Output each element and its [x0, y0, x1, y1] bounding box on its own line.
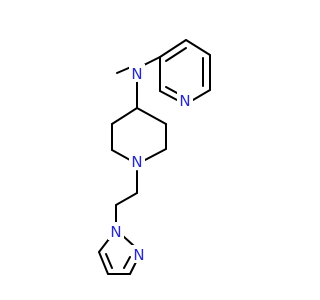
bond-pip-n-c6	[111, 149, 131, 161]
pyridine-n-label: N	[179, 92, 190, 110]
bond-pyr-c4-c5	[185, 39, 211, 56]
bond-pyr-c3-c4	[159, 39, 187, 58]
piperidine-ring	[111, 107, 167, 161]
piperidine-n-label: N	[131, 153, 142, 171]
bond-pz-c3-n2-double	[123, 256, 131, 269]
amine-n-label: N	[131, 65, 142, 83]
bond-ch2-ch2	[115, 192, 138, 206]
bond-pz-c5-c4-double	[105, 253, 113, 269]
pyrazole-n1-atom: N	[108, 222, 124, 241]
bond-pyr-n-c2-double	[165, 86, 178, 94]
pyrazole-n2-atom: N	[131, 245, 147, 264]
bond-pyr-c3-c4-double	[165, 47, 187, 62]
molecule-structure-canvas: N N N N N	[98, 39, 211, 275]
bond-pz-c5-c4	[98, 251, 109, 275]
bond-pyr-n-c2	[159, 90, 178, 101]
bond-pz-n1-c5	[98, 238, 110, 253]
bond-pz-n2-n1	[122, 235, 135, 247]
ethyl-linker	[115, 170, 138, 223]
amine-n-atom: N	[129, 64, 145, 83]
bond-pip-c2-n	[144, 148, 167, 161]
bond-pip-c4-c3	[136, 107, 167, 125]
piperidine-n-atom: N	[129, 152, 145, 171]
bond-pyr-c6-n	[192, 89, 211, 101]
bond-pip-c5-c4	[111, 107, 138, 125]
bond-amine-methyl	[116, 66, 132, 74]
pyrazole-n2-label: N	[133, 246, 144, 264]
pyridine-n-atom: N	[177, 91, 193, 110]
pyrazole-n1-label: N	[110, 223, 121, 241]
pyridine-ring	[159, 39, 211, 101]
atom-labels: N N N N N	[108, 64, 193, 264]
